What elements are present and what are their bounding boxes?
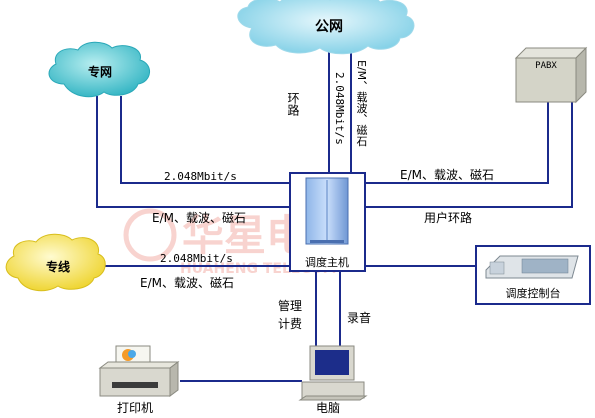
loop-label: 环路 bbox=[286, 92, 300, 116]
billing-label: 计费 bbox=[278, 317, 303, 331]
em-pabx-label: E/M、载波、磁石 bbox=[400, 168, 494, 182]
printer-device: 打印机 bbox=[98, 345, 180, 415]
record-label: 录音 bbox=[347, 311, 372, 325]
link-pabx bbox=[365, 98, 549, 184]
pabx-device: PABX bbox=[514, 46, 588, 104]
em-dedicated-label: E/M、载波、磁石 bbox=[140, 276, 234, 290]
link-user-loop bbox=[365, 98, 573, 208]
dispatch-host-label: 调度主机 bbox=[305, 255, 349, 269]
em-vertical-label: E/M、载波、磁石 bbox=[355, 60, 368, 147]
printer-label: 打印机 bbox=[117, 401, 153, 415]
dispatch-host: 调度主机 bbox=[289, 172, 366, 272]
rate-vertical-label: 2.048Mbit/s bbox=[333, 72, 346, 145]
link-private-rate bbox=[120, 96, 290, 184]
em-private-label: E/M、载波、磁石 bbox=[152, 211, 246, 225]
private-network-cloud: 专网 bbox=[48, 41, 150, 98]
rate-private-label: 2.048Mbit/s bbox=[164, 170, 237, 183]
dispatch-console-label: 调度控制台 bbox=[506, 286, 561, 300]
public-network-label: 公网 bbox=[315, 19, 343, 35]
dedicated-line-label: 专线 bbox=[46, 259, 70, 274]
connection-lines bbox=[96, 36, 573, 382]
user-loop-label: 用户环路 bbox=[424, 211, 473, 225]
public-network-cloud: 公网 bbox=[237, 0, 415, 55]
link-private-em bbox=[96, 96, 290, 208]
pabx-label: PABX bbox=[535, 61, 557, 71]
dispatch-console: 调度控制台 bbox=[475, 245, 591, 305]
rate-dedicated-label: 2.048Mbit/s bbox=[160, 252, 233, 265]
watermark-logo bbox=[123, 208, 177, 262]
computer-label: 电脑 bbox=[316, 401, 340, 415]
computer-device: 电脑 bbox=[298, 345, 368, 415]
monitor-screen-icon bbox=[315, 350, 349, 375]
private-network-label: 专网 bbox=[88, 64, 112, 79]
mgmt-label: 管理 bbox=[278, 299, 303, 313]
dedicated-line-cloud: 专线 bbox=[5, 233, 106, 292]
